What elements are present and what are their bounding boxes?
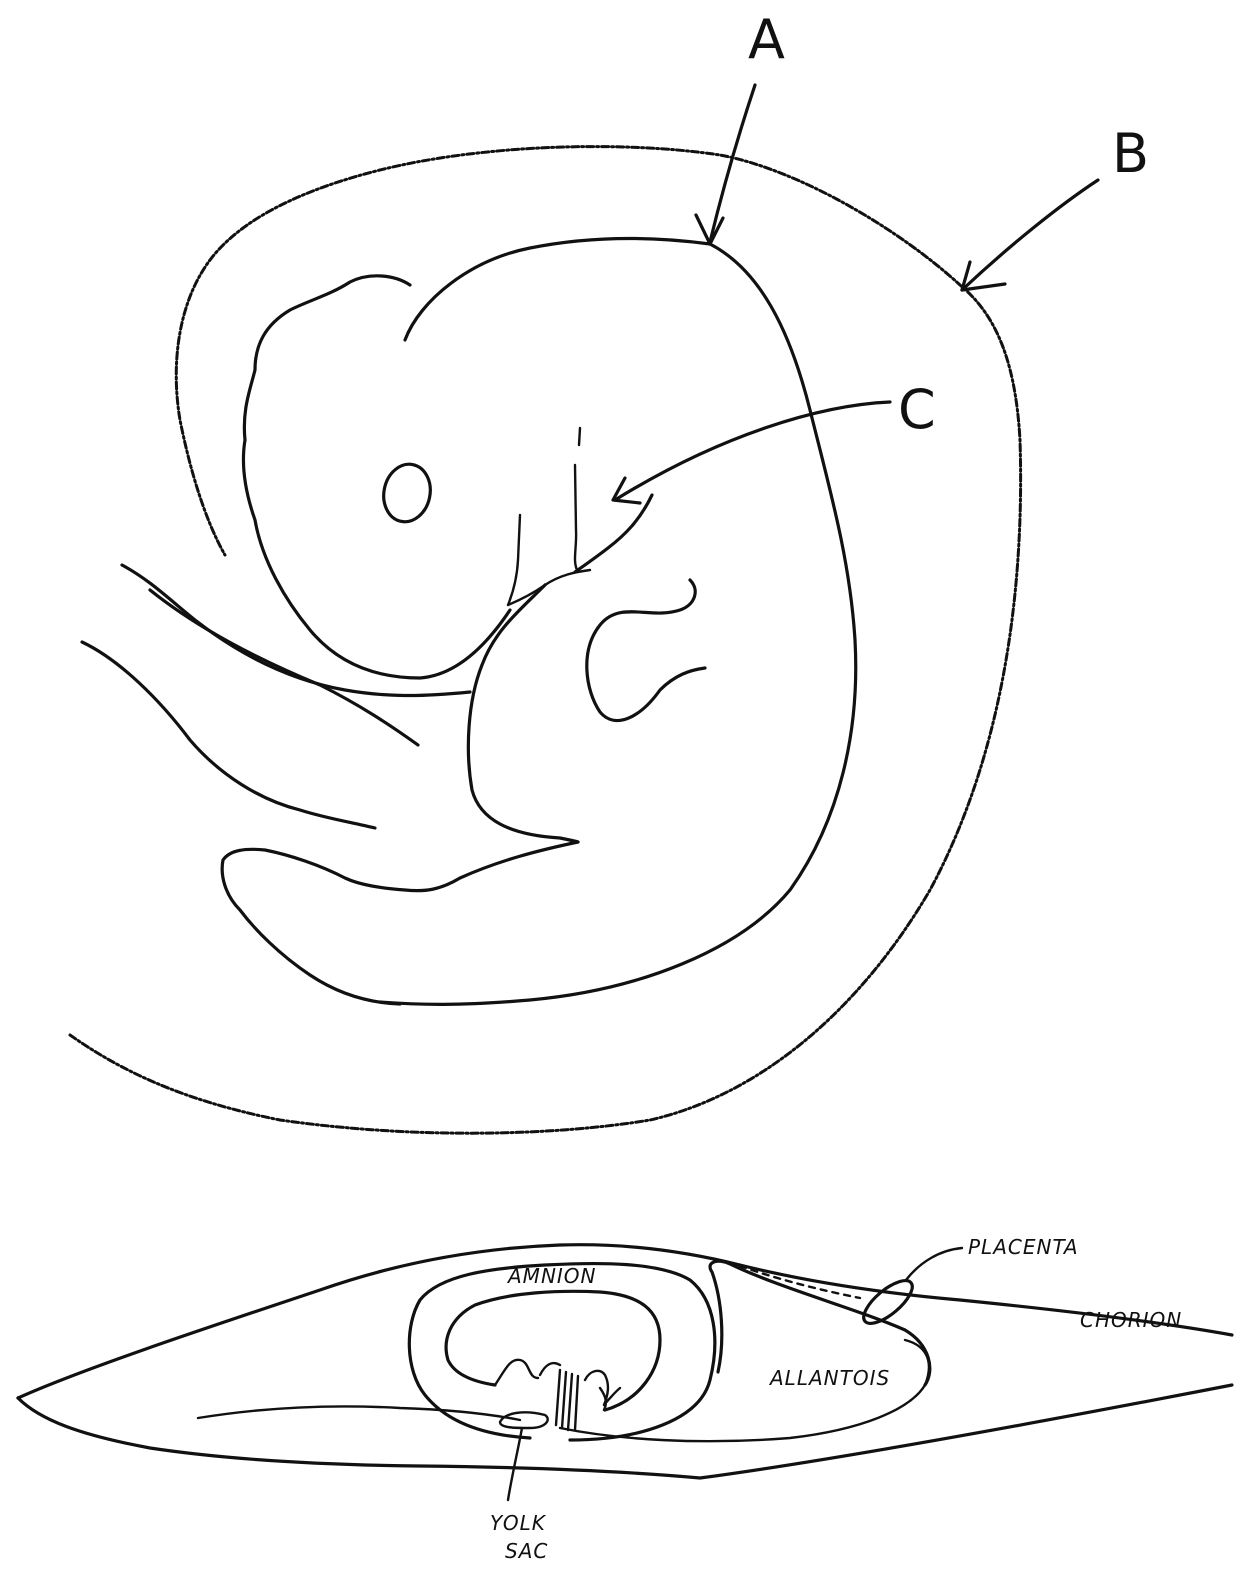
label-placenta: PLACENTA (968, 1235, 1079, 1259)
label-a: A (748, 8, 785, 71)
embryo-eye (378, 460, 435, 526)
amnion-sac-line (380, 238, 856, 1004)
arrow-a-line (710, 85, 755, 242)
arrow-b-line (962, 180, 1098, 290)
label-c: C (898, 378, 936, 441)
amnion-inner-loop (446, 1291, 660, 1410)
yolk-sac-loop (500, 1412, 548, 1428)
lower-membranes-diagram: AMNION PLACENTA CHORION ALLANTOIS YOLK S… (18, 1235, 1232, 1563)
arrow-a-head (696, 215, 723, 244)
embryo-limb-bud (575, 495, 705, 721)
label-chorion: CHORION (1080, 1308, 1182, 1332)
chorion-lower-line (18, 1385, 1232, 1478)
inner-bottom-line (198, 1340, 929, 1441)
umbilical-stalk-middle (82, 642, 375, 828)
label-yolk: YOLK (490, 1511, 547, 1535)
pharyngeal-arch-lines (508, 428, 590, 605)
embryo-head-outline (243, 276, 510, 678)
placenta-leader (906, 1248, 962, 1280)
arrow-c-line (615, 402, 890, 500)
label-allantois: ALLANTOIS (768, 1366, 890, 1390)
label-amnion: AMNION (506, 1264, 597, 1288)
arrow-c-head (613, 478, 640, 503)
umbilical-stalk-lower (150, 590, 418, 745)
upper-embryo-diagram: A B C (70, 8, 1149, 1133)
yolk-sac-leader (508, 1428, 522, 1500)
chorion-outer-line (18, 1245, 1232, 1398)
outer-membrane-line (70, 147, 1021, 1134)
embryo-body-curve (468, 585, 578, 842)
label-b: B (1112, 122, 1149, 185)
embryo-tail-outline (222, 842, 578, 1004)
label-sac: SAC (505, 1539, 548, 1563)
